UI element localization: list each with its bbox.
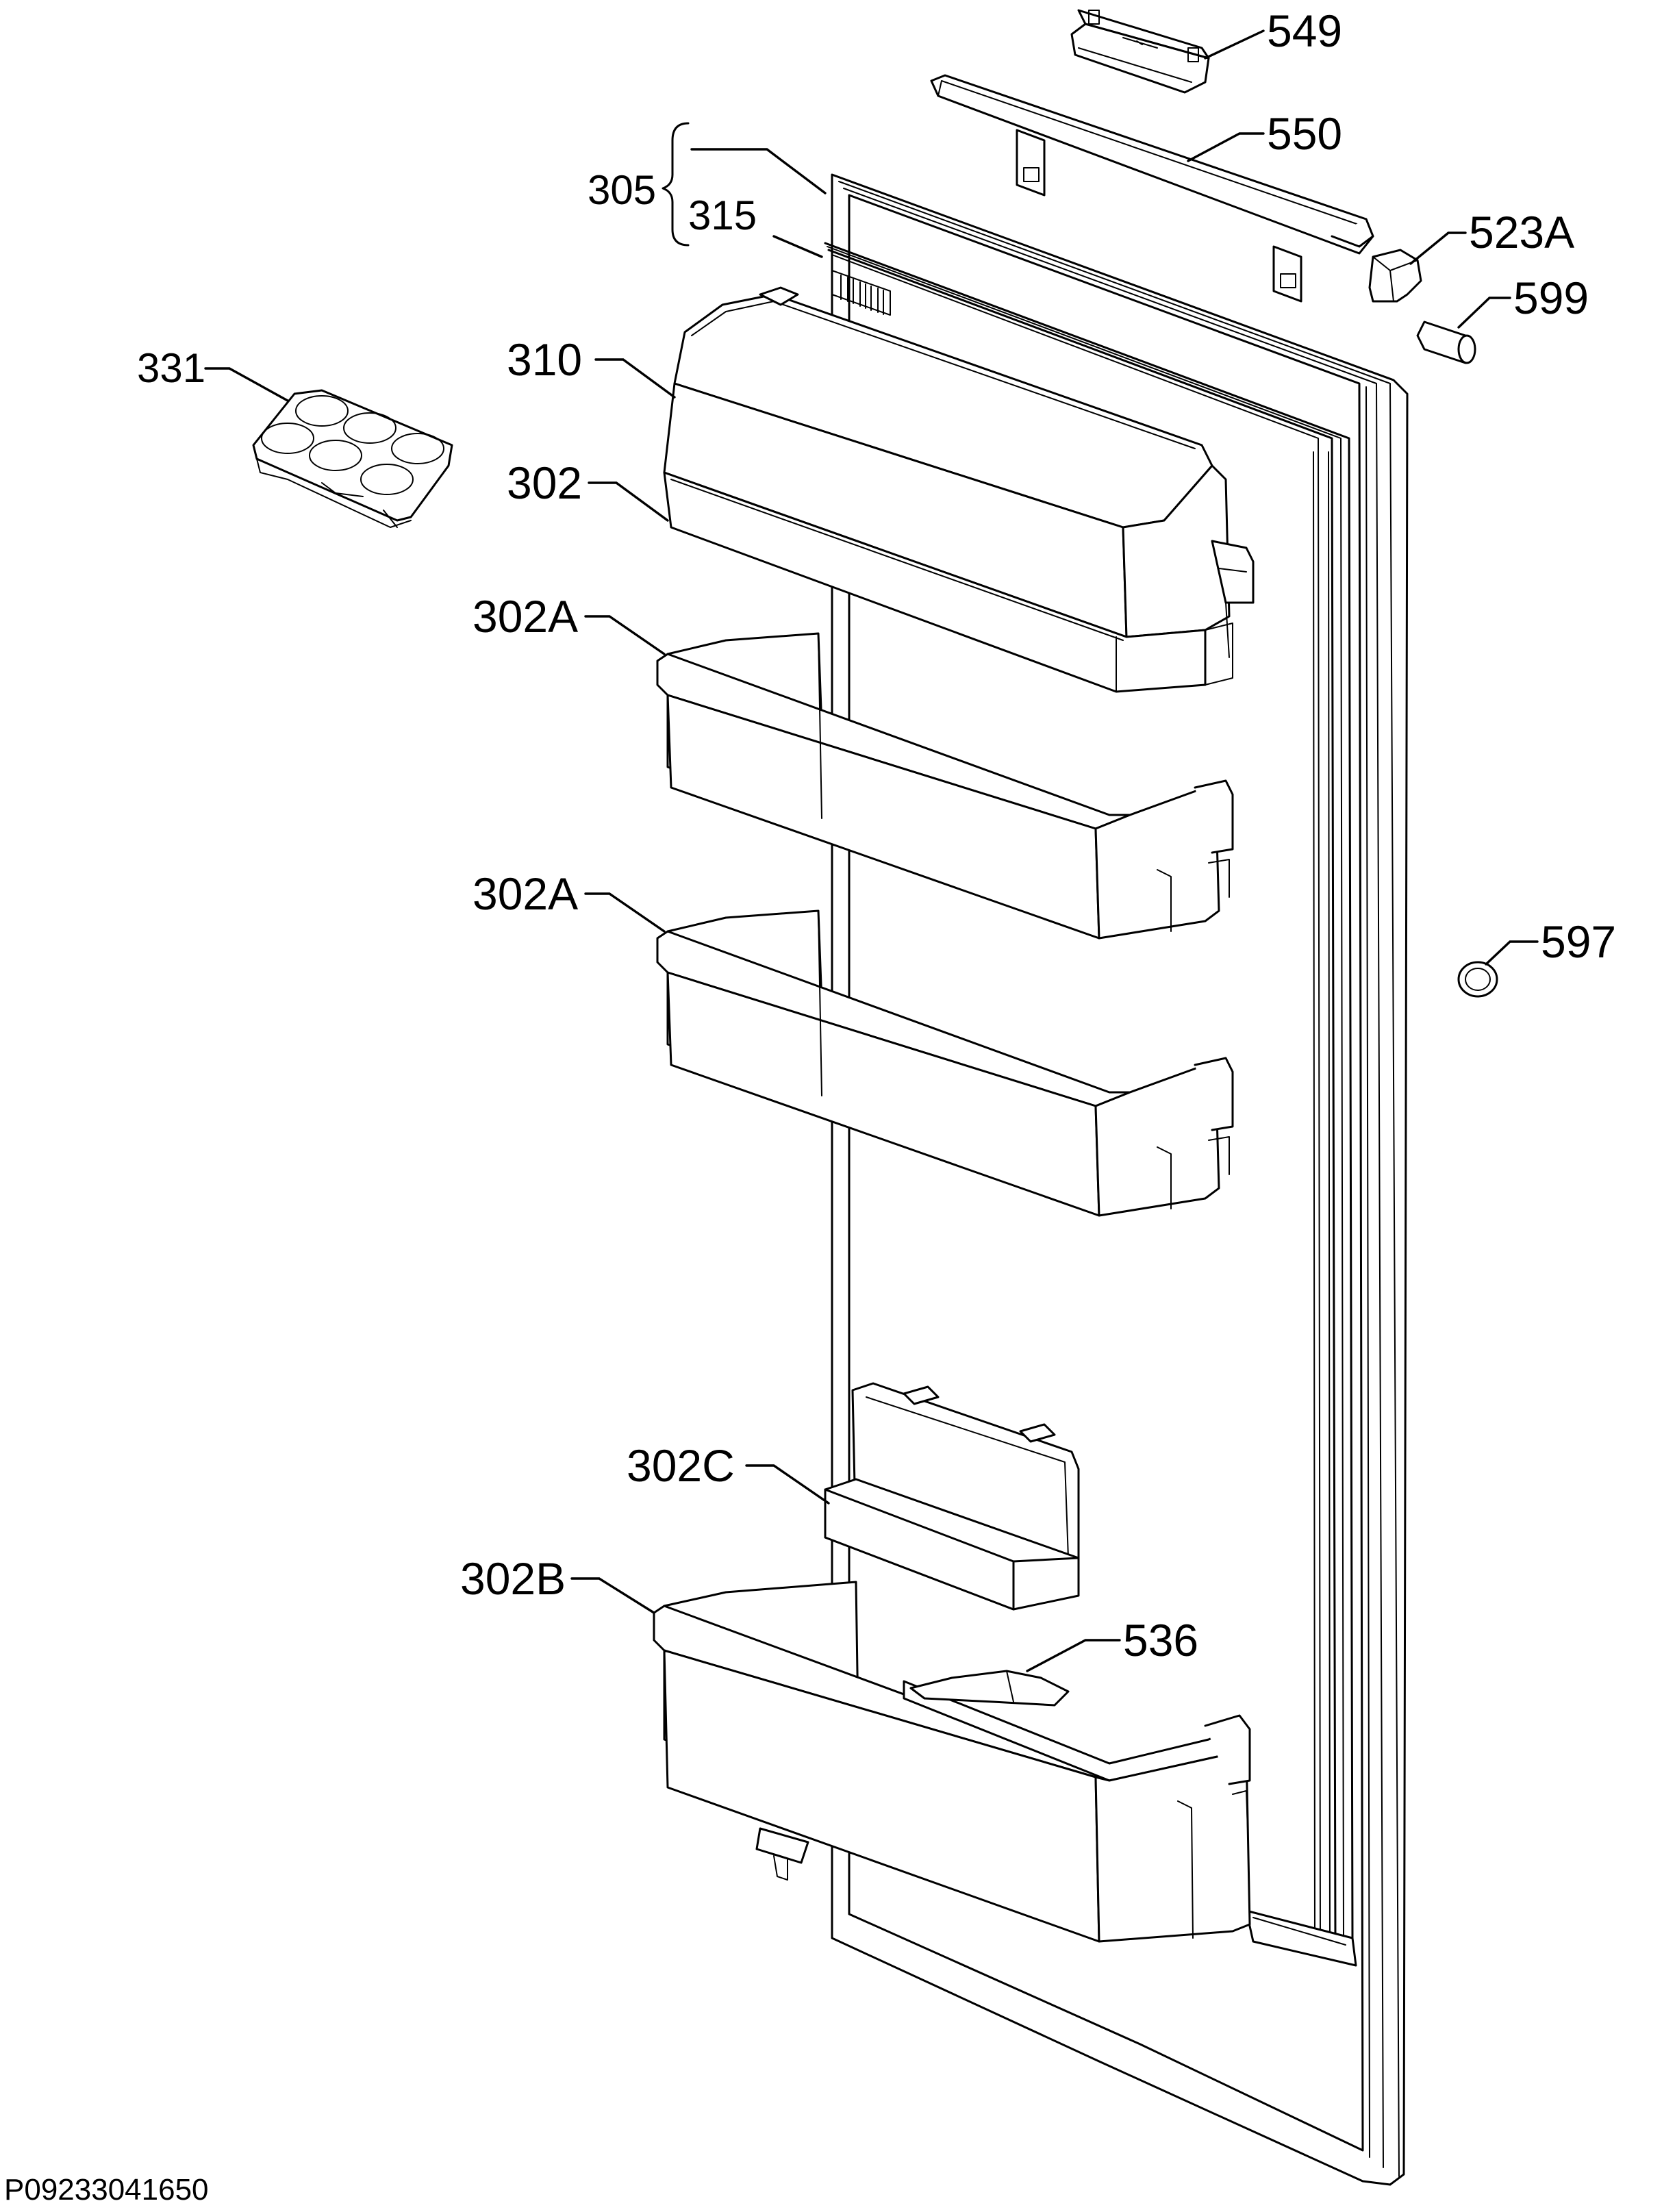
label-302A-1: 302A <box>473 591 578 642</box>
label-302A-2: 302A <box>473 868 578 919</box>
label-536: 536 <box>1123 1615 1198 1666</box>
label-599: 599 <box>1513 273 1589 323</box>
leader-302B <box>570 1577 655 1614</box>
top-cover-strip <box>930 74 1374 303</box>
leader-550 <box>1187 132 1265 162</box>
door-gasket <box>824 242 1357 1967</box>
door-shelf-middle <box>656 909 1234 1217</box>
label-550: 550 <box>1267 108 1342 159</box>
leader-302A-1 <box>584 615 666 655</box>
leader-315 <box>772 235 823 258</box>
hinge-pin-block <box>1368 249 1422 303</box>
leader-597 <box>1485 940 1539 966</box>
label-305: 305 <box>588 167 656 213</box>
hinge-cylinder <box>1416 321 1476 364</box>
label-310: 310 <box>507 334 582 385</box>
label-549: 549 <box>1267 5 1342 56</box>
door-shelf-bottom <box>653 1581 1251 1943</box>
leader-549 <box>1204 29 1265 60</box>
dairy-compartment <box>663 286 1255 693</box>
egg-tray <box>252 389 453 528</box>
small-door-box <box>824 1382 1080 1611</box>
label-315: 315 <box>688 192 757 238</box>
leader-310 <box>594 358 676 399</box>
label-302C: 302C <box>627 1440 735 1491</box>
leader-599 <box>1457 297 1511 329</box>
leader-331 <box>204 367 289 402</box>
leader-302C <box>745 1464 830 1505</box>
leader-302 <box>588 481 669 522</box>
hinge-bracket <box>1070 9 1210 94</box>
part-labels: 549 550 305 315 523A 599 331 310 302 302… <box>137 5 1616 1666</box>
label-302: 302 <box>507 457 582 508</box>
leader-523A <box>1409 231 1467 265</box>
plug-cap <box>1457 961 1498 998</box>
barcode-sticker <box>831 270 891 316</box>
label-331: 331 <box>137 345 205 391</box>
document-id: P09233041650 <box>4 2173 209 2207</box>
leader-302A-2 <box>584 892 666 933</box>
leader-lines <box>204 29 1539 1672</box>
leader-536 <box>1026 1639 1121 1672</box>
label-302B: 302B <box>460 1553 566 1604</box>
brace-305 <box>662 122 690 247</box>
leader-305 <box>690 148 827 194</box>
label-597: 597 <box>1541 916 1616 967</box>
label-523A: 523A <box>1469 207 1574 257</box>
door-shelf-upper <box>656 632 1234 940</box>
